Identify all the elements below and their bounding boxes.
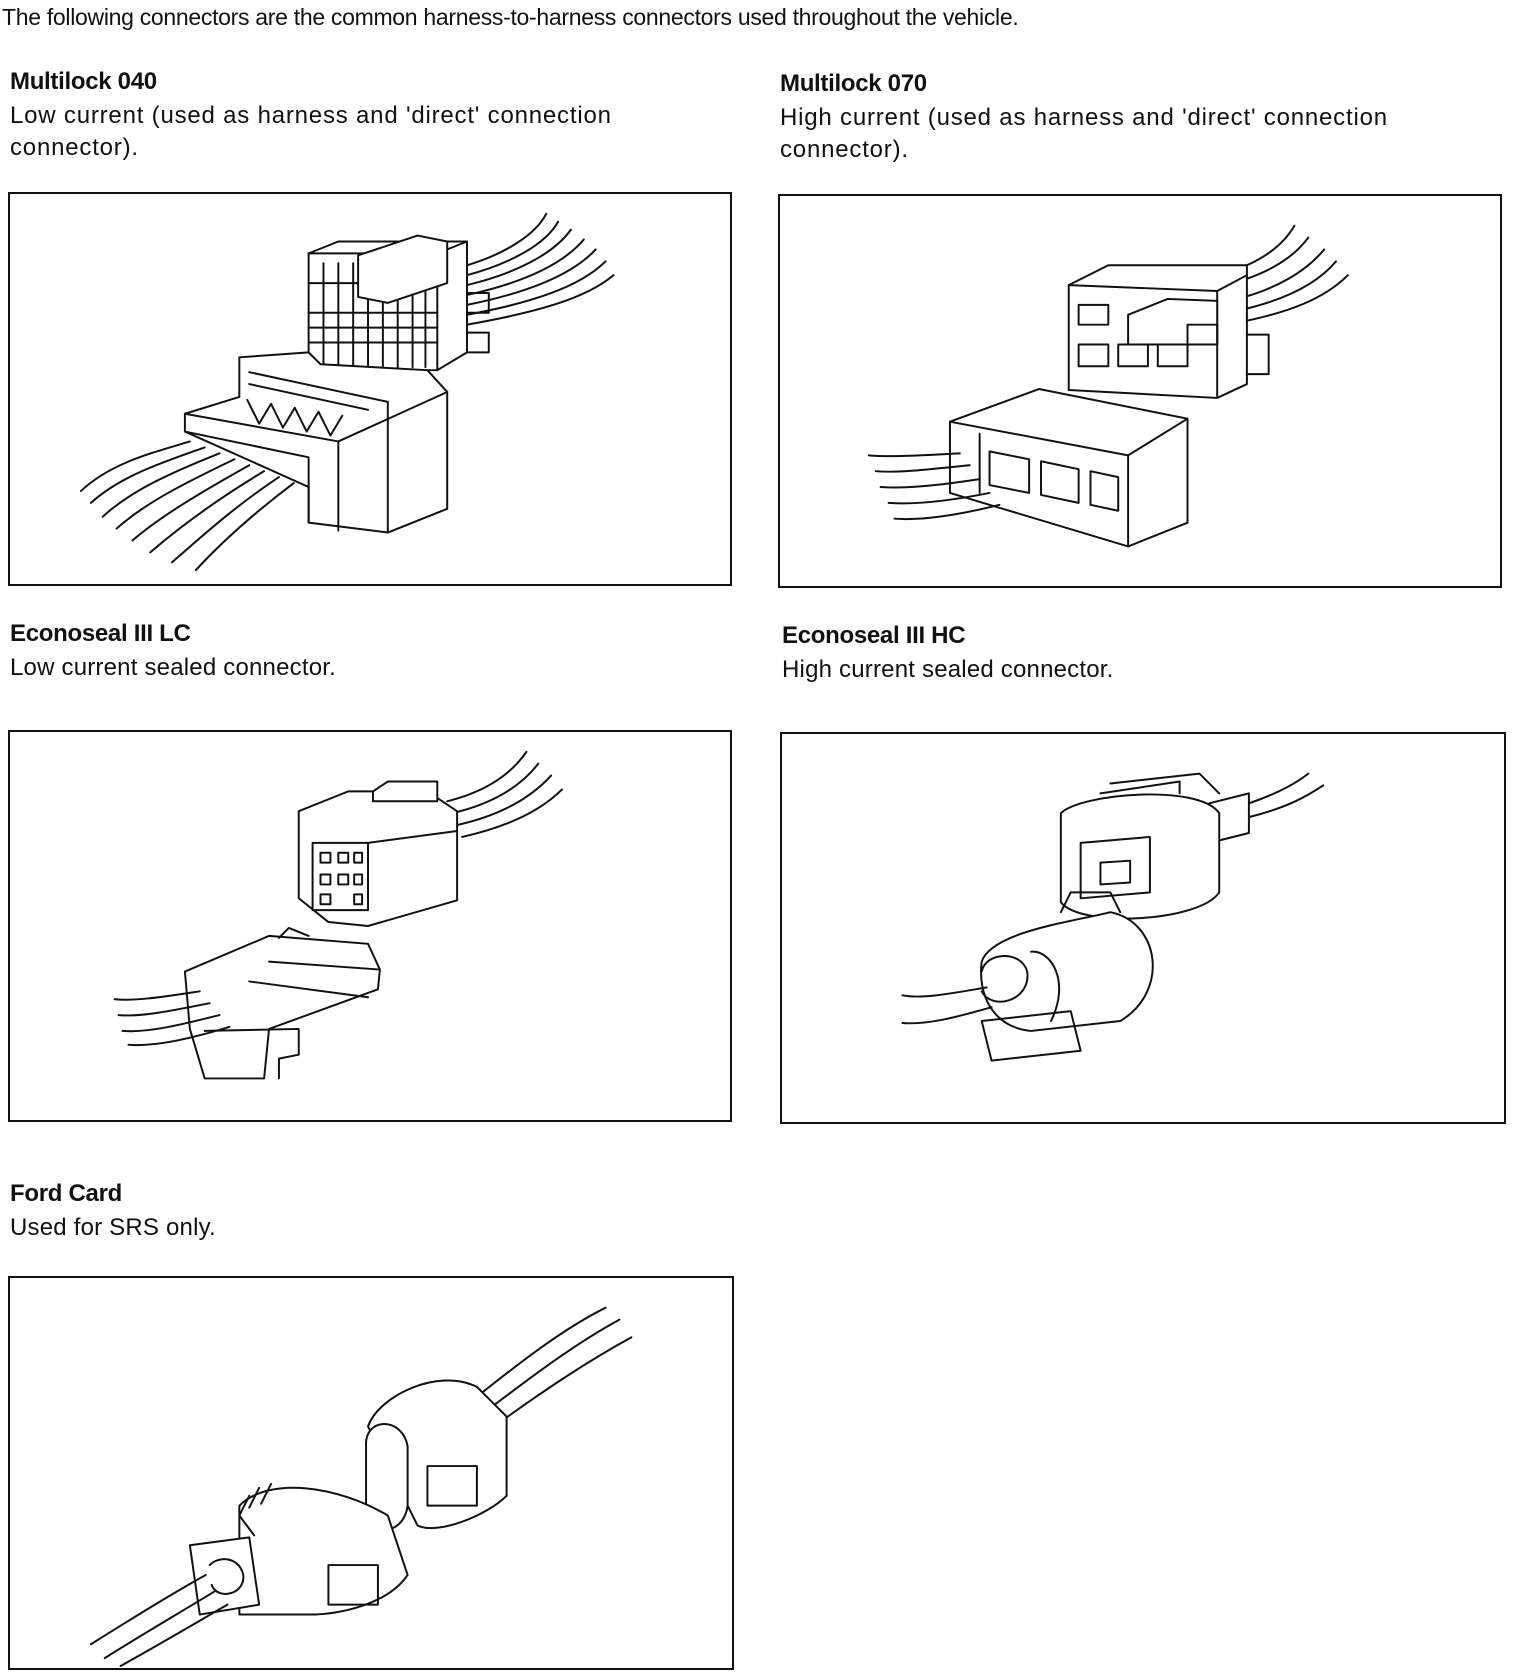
multilock-070-connector-illustration <box>867 224 1349 548</box>
connector-title: Ford Card <box>10 1180 122 1207</box>
econoseal-iii-hc-figure <box>780 732 1506 1124</box>
ford-card-connector-illustration <box>89 1306 633 1668</box>
multilock-070-figure <box>778 194 1502 588</box>
multilock-040-connector-illustration <box>79 212 615 572</box>
connector-title: Econoseal III LC <box>10 620 191 647</box>
connector-description: Low current (used as harness and 'direct… <box>10 102 612 161</box>
connector-section-multilock-070: Multilock 070 High current (used as harn… <box>780 70 1510 166</box>
connector-section-multilock-040: Multilock 040 Low current (used as harne… <box>10 68 740 164</box>
econoseal-iii-lc-connector-illustration <box>113 750 564 1080</box>
connector-description: Low current sealed connector. <box>10 654 336 681</box>
connector-section-ford-card: Ford Card Used for SRS only. <box>10 1180 740 1244</box>
connector-description: High current (used as harness and 'direc… <box>780 104 1388 163</box>
connector-title: Multilock 070 <box>780 70 927 97</box>
connector-title: Multilock 040 <box>10 68 157 95</box>
intro-text: The following connectors are the common … <box>2 4 1019 30</box>
connector-title: Econoseal III HC <box>782 622 966 649</box>
econoseal-iii-lc-figure <box>8 730 732 1122</box>
connector-description: High current sealed connector. <box>782 656 1114 683</box>
multilock-040-figure <box>8 192 732 586</box>
ford-card-figure <box>8 1276 734 1670</box>
connector-section-econoseal-iii-hc: Econoseal III HC High current sealed con… <box>782 622 1512 686</box>
connector-section-econoseal-iii-lc: Econoseal III LC Low current sealed conn… <box>10 620 740 684</box>
econoseal-iii-hc-connector-illustration <box>901 772 1325 1062</box>
connector-description: Used for SRS only. <box>10 1214 216 1241</box>
